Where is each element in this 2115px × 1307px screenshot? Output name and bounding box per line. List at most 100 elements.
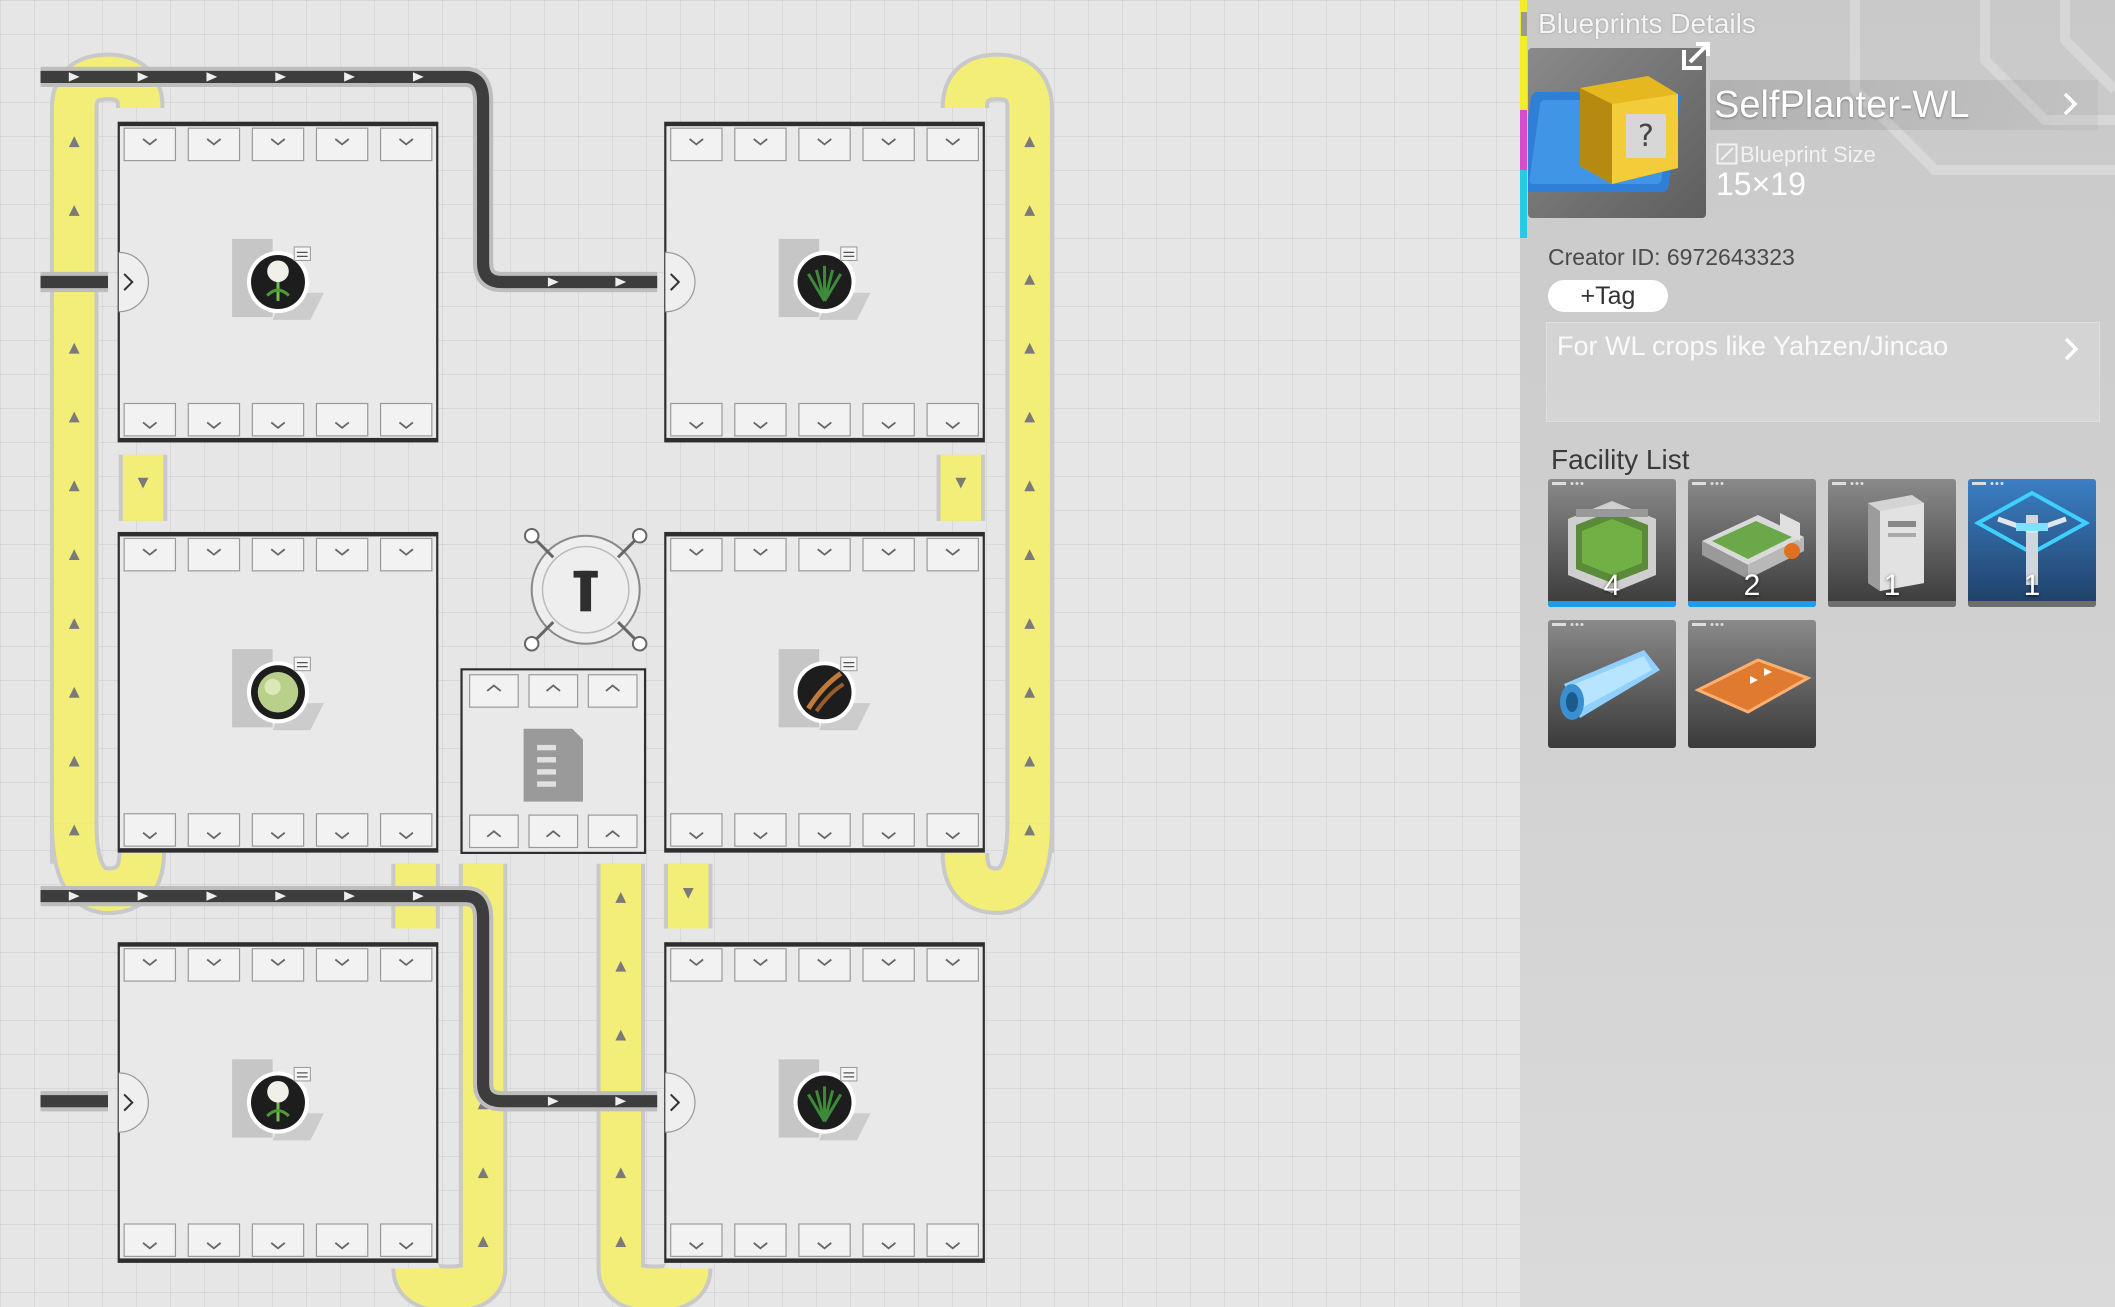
facility-tile-conveyor-belt[interactable]	[1548, 620, 1676, 748]
slot-arrow	[398, 138, 414, 146]
io-slot	[798, 402, 851, 437]
slot-arrow	[753, 831, 768, 840]
io-slot	[251, 1223, 305, 1257]
facility-tile-pipe-platform[interactable]	[1688, 620, 1816, 748]
conveyor-arrow	[412, 72, 424, 82]
conveyor-arrow	[206, 72, 218, 82]
io-slot	[734, 813, 787, 847]
slot-arrow	[817, 138, 832, 146]
slot-arrow	[753, 138, 768, 146]
flower	[267, 1080, 289, 1103]
slot-arrow	[689, 421, 704, 429]
slot-arrow	[753, 548, 768, 556]
slot-arrow	[881, 831, 896, 840]
grass-blade	[823, 269, 835, 302]
grass-blade	[823, 273, 843, 302]
io-slot	[251, 813, 305, 847]
io-slot	[379, 402, 433, 437]
slot-arrow	[945, 138, 961, 146]
belt-arrow	[1024, 480, 1036, 492]
facility-tile-storage-box[interactable]: 1	[1828, 479, 1956, 607]
slot-arrow	[945, 958, 961, 967]
yellow-belt-right-bottom	[944, 822, 1050, 911]
io-slot	[862, 1223, 915, 1257]
pylon-foot	[631, 528, 648, 544]
input-port-arrow	[123, 1093, 134, 1112]
planting-unit-plant-brown-pod-icon[interactable]	[664, 531, 985, 853]
slot-arrow	[334, 831, 350, 840]
belt-arrow	[1024, 686, 1036, 698]
planting-unit-plant-white-flower-icon[interactable]	[117, 942, 439, 1263]
io-slot	[862, 813, 915, 847]
blueprint-board[interactable]	[0, 0, 1520, 1307]
belt-arrow	[1024, 411, 1036, 423]
storage-icon-shape	[523, 728, 583, 802]
title-marker	[1521, 12, 1527, 36]
slot-arrow	[945, 831, 961, 840]
slot-arrow	[334, 548, 350, 556]
slot-arrow	[945, 421, 961, 429]
input-port-arrow	[669, 273, 681, 291]
conveyor-arrow	[68, 891, 80, 901]
belt-arrow	[68, 411, 80, 423]
io-slot	[123, 813, 177, 847]
swap-icon	[296, 662, 308, 668]
facility-count: 1	[2023, 569, 2041, 602]
facility-count: 2	[1743, 569, 1761, 602]
blueprint-thumbnail: ?	[1520, 48, 1706, 218]
slot-arrow	[398, 1242, 414, 1250]
planting-unit-plant-green-grass-icon[interactable]	[664, 121, 985, 443]
description-box[interactable]: For WL crops like Yahzen/Jincao	[1546, 322, 2100, 422]
conveyor-arrow	[68, 72, 80, 82]
slot-arrow	[945, 548, 961, 556]
belt-arrow	[68, 136, 80, 148]
conveyor-arrow	[412, 891, 424, 901]
slot-arrow	[334, 421, 350, 429]
belt-arrow	[1024, 205, 1036, 216]
belt-arrow	[477, 1236, 489, 1247]
top-edge	[665, 533, 984, 537]
tile-dots	[1552, 482, 1584, 485]
conveyor-arrow	[206, 891, 218, 901]
slot-arrow	[881, 548, 896, 556]
facility-accent-bar	[1548, 601, 1676, 607]
slot-arrow	[142, 548, 158, 556]
grass-blade	[823, 1090, 835, 1122]
planting-unit-plant-white-flower-icon[interactable]	[117, 121, 439, 443]
slot-arrow	[753, 421, 768, 429]
top-edge	[118, 943, 438, 947]
facility-tile-seed-picking-unit[interactable]: 2	[1688, 479, 1816, 607]
slot-arrow	[270, 548, 286, 556]
slot-arrow	[817, 831, 832, 840]
storage-icon-line	[537, 769, 556, 775]
slot-arrow	[881, 421, 896, 429]
io-slot	[315, 402, 369, 437]
io-slot	[379, 813, 433, 847]
conveyor-arrow	[275, 72, 287, 82]
blueprint-name-row[interactable]: SelfPlanter-WL	[1710, 80, 2098, 130]
export-icon[interactable]	[1676, 36, 1716, 76]
creator-id: Creator ID: 6972643323	[1548, 244, 1795, 270]
input-port-arrow	[123, 273, 134, 291]
facility-tile-planting-unit[interactable]: 4	[1548, 479, 1676, 607]
top-edge	[665, 122, 984, 127]
conveyor-arrow	[275, 891, 287, 901]
add-tag-button[interactable]: +Tag	[1548, 280, 1668, 312]
slot-arrow	[270, 831, 286, 840]
slot-arrow	[206, 421, 222, 429]
belt-arrow	[1024, 273, 1036, 285]
blueprint-thumbnail-icon: ?	[1520, 76, 1682, 192]
io-slot	[926, 813, 979, 847]
slot-arrow	[142, 958, 158, 967]
planting-unit-plant-round-seed-icon[interactable]	[117, 531, 439, 853]
slot-arrow	[206, 958, 222, 967]
pylon-mast	[580, 570, 592, 612]
belt-arrow	[68, 480, 80, 492]
bottom-edge	[118, 437, 438, 442]
planting-unit-plant-green-grass-icon[interactable]	[664, 942, 985, 1263]
facility-tile-power-pylon[interactable]: 1	[1968, 479, 2096, 607]
facility-list-title: Facility List	[1551, 444, 1690, 475]
yellow-belt-right-top	[944, 56, 1050, 853]
slot-arrow	[334, 1242, 350, 1250]
bottom-edge	[118, 1258, 438, 1262]
